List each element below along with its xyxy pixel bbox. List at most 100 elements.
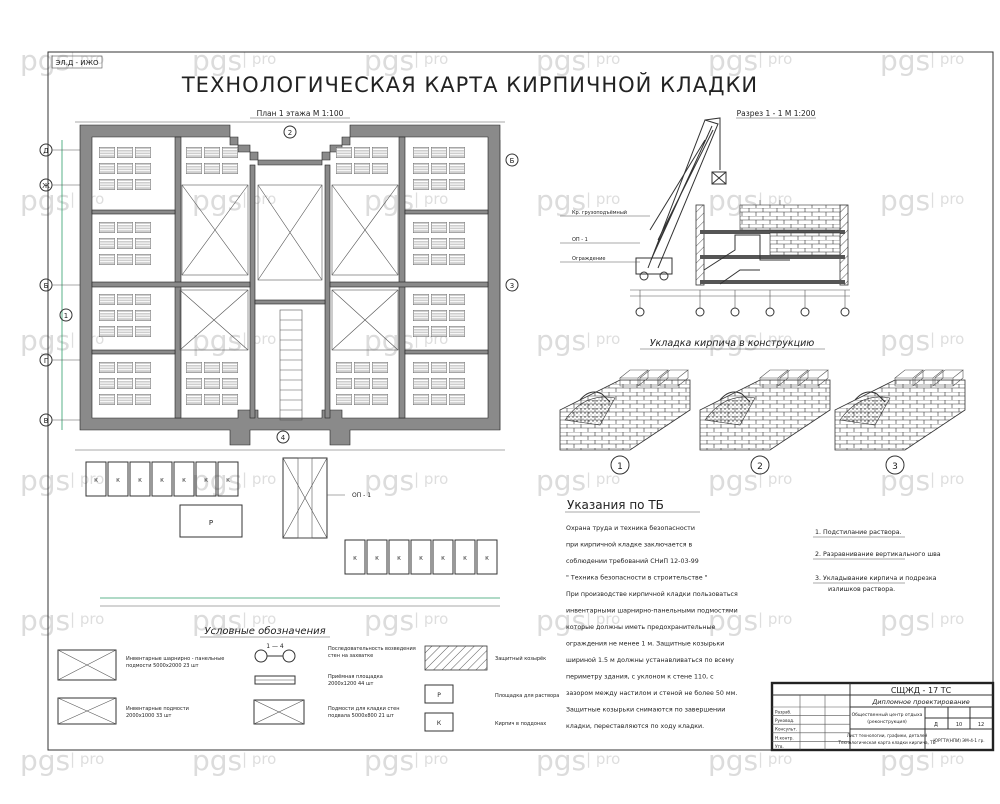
title-block: Разраб.Руковод.Консульт.Н.контр.Утв. СЩЖ… <box>770 681 995 752</box>
plan-block-letter: К <box>182 478 186 484</box>
watermark-subtext: | pro <box>930 750 964 768</box>
watermark-text: pgs <box>536 464 586 497</box>
watermark-subtext: | pro <box>242 190 276 208</box>
safety-line: инвентарными шарнирно-панельными подмост… <box>566 608 738 615</box>
watermark-text: pgs <box>192 464 242 497</box>
stamp-role: Н.контр. <box>775 735 794 740</box>
masonry-step-1: 1 <box>559 369 691 475</box>
safety-line: Охрана труда и техника безопасности <box>566 524 695 532</box>
legend: Условные обозначения Инвентарные шарнирн… <box>57 625 559 732</box>
safety-step: 1. Подстилание раствора. <box>815 529 902 536</box>
watermark-text: pgs <box>880 184 930 217</box>
section-title: Разрез 1 - 1 М 1:200 <box>737 109 816 118</box>
watermark-text: pgs <box>20 324 70 357</box>
plan-axis-top: 2 <box>288 129 292 137</box>
watermark-subtext: | pro <box>242 610 276 628</box>
watermark-text: pgs <box>192 44 242 77</box>
watermark-subtext: | pro <box>758 190 792 208</box>
safety-line: ограждения не менее 1 м. Защитные козырь… <box>566 641 724 648</box>
watermark-subtext: | pro <box>758 610 792 628</box>
watermark-text: pgs <box>20 464 70 497</box>
legend-slab-letter: Р <box>437 692 441 699</box>
legend-title: Условные обозначения <box>204 625 325 637</box>
watermark-text: pgs <box>536 184 586 217</box>
stamp-sheets: 12 <box>978 722 984 728</box>
safety-line: при кирпичной кладке заключается в <box>566 541 693 549</box>
corner-tag: ЭЛ.Д - ИЖО <box>55 59 99 67</box>
watermark-subtext: | pro <box>70 50 104 68</box>
plan-slab-letter: Р <box>209 519 213 527</box>
safety-line: " Техника безопасности в строительстве " <box>566 574 708 582</box>
section-1-1: Разрез 1 - 1 М 1:200 Кр. грузоподъём <box>560 109 850 317</box>
watermark-text: pgs <box>20 44 70 77</box>
watermark-text: pgs <box>192 604 242 637</box>
watermark-subtext: | pro <box>930 50 964 68</box>
watermark-subtext: | pro <box>930 190 964 208</box>
watermark-text: pgs <box>536 604 586 637</box>
watermark-subtext: | pro <box>586 610 620 628</box>
watermark-text: pgs <box>880 604 930 637</box>
watermark-subtext: | pro <box>242 750 276 768</box>
watermark-subtext: | pro <box>70 470 104 488</box>
plan-block-letter: К <box>116 478 120 484</box>
stamp-role: Руковод. <box>775 718 794 723</box>
plan-axis-mid-left: 1 <box>64 312 68 320</box>
legend-seq-marker: 1 — 4 <box>266 643 284 650</box>
masonry-step-label: 3 <box>892 462 898 472</box>
watermark-subtext: | pro <box>930 610 964 628</box>
section-label-scaffold: ОП - 1 <box>572 237 588 243</box>
legend-item-6: Площадка для раствора <box>495 693 559 699</box>
watermark-text: pgs <box>20 744 70 777</box>
watermark-subtext: | pro <box>70 750 104 768</box>
plan-block-letter: К <box>160 478 164 484</box>
watermark-text: pgs <box>536 324 586 357</box>
safety-line: кладки, переставляются по ходу кладки. <box>566 723 704 730</box>
plan-block-letter: К <box>204 478 208 484</box>
safety-line: При производстве кирпичной кладки пользо… <box>566 590 738 598</box>
stamp-role: Консульт. <box>775 727 797 732</box>
legend-item-5: Защитный козырёк <box>495 655 546 662</box>
watermark-text: pgs <box>536 44 586 77</box>
watermark-text: pgs <box>880 324 930 357</box>
plan-axis-right: Б <box>510 157 515 165</box>
watermark-text: pgs <box>192 184 242 217</box>
safety-line: соблюдении требований СНиП 12-03-99 <box>566 557 699 565</box>
stamp-desc3: Лист технологии, графики, деталей <box>847 733 928 738</box>
watermark-subtext: | pro <box>586 750 620 768</box>
safety-line: Защитные козырьки снимаются по завершени… <box>566 707 725 714</box>
watermark-subtext: | pro <box>414 190 448 208</box>
safety-line: шириной 1.5 м должны устанавливаться по … <box>566 656 734 664</box>
safety-line: зазором между настилом и стеной не более… <box>566 689 737 697</box>
page-title: ТЕХНОЛОГИЧЕСКАЯ КАРТА КИРПИЧНОЙ КЛАДКИ <box>181 72 758 97</box>
plan-block-letter: К <box>226 478 230 484</box>
stamp-stage: Д <box>934 722 938 728</box>
watermark-subtext: | pro <box>758 50 792 68</box>
plan-block-letter: К <box>138 478 142 484</box>
legend-block-letter: К <box>437 720 442 727</box>
plan-axis-left-4: В <box>44 417 49 425</box>
safety-notes: Указания по ТБ Охрана труда и техника бе… <box>565 498 941 730</box>
watermark-subtext: | pro <box>242 50 276 68</box>
plan-axis-left-1: Ж <box>42 182 50 190</box>
watermark-subtext: | pro <box>242 470 276 488</box>
watermark-subtext: | pro <box>414 50 448 68</box>
watermark-text: pgs <box>536 744 586 777</box>
watermark-subtext: | pro <box>586 330 620 348</box>
watermark-subtext: | pro <box>586 470 620 488</box>
legend-item-7: Кирпич в поддонах <box>495 721 546 727</box>
watermark-subtext: | pro <box>70 610 104 628</box>
watermark-text: pgs <box>708 744 758 777</box>
stamp-desc1: Общественный центр отдыха <box>852 711 923 718</box>
masonry-step-2: 2 <box>699 369 831 475</box>
stamp-subtitle: Дипломное проектирование <box>871 698 970 706</box>
watermark-subtext: | pro <box>414 470 448 488</box>
safety-line: периметру здания, с уклоном к стене 110,… <box>566 674 714 681</box>
plan-callout: ОП - 1 <box>352 492 371 499</box>
